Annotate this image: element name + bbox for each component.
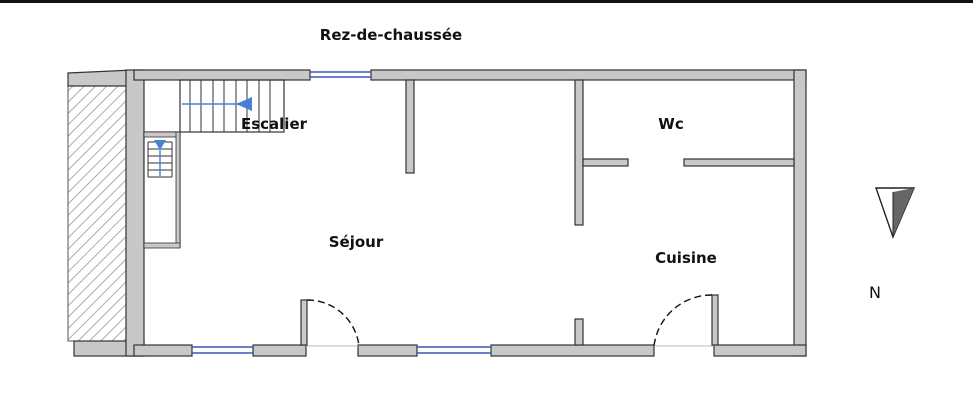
bottom-window-1 bbox=[192, 346, 253, 354]
top-border-line bbox=[0, 0, 973, 3]
room-label-wc: Wc bbox=[658, 115, 683, 133]
hatched-terrace bbox=[67, 85, 127, 342]
top-wall-left bbox=[133, 69, 311, 81]
bottom-wall-3 bbox=[357, 344, 418, 357]
kitchen-divider-bottom bbox=[574, 318, 584, 346]
bottom-wall-4 bbox=[490, 344, 655, 357]
room-label-cuisine: Cuisine bbox=[655, 249, 717, 267]
wc-wall-left bbox=[582, 158, 629, 167]
bottom-wall-1 bbox=[133, 344, 193, 357]
top-window bbox=[310, 71, 371, 78]
cuisine-door-jamb bbox=[711, 294, 719, 346]
bottom-window-2 bbox=[417, 346, 491, 354]
plan-title: Rez-de-chaussée bbox=[320, 26, 462, 44]
room-label-escalier: Escalier bbox=[241, 115, 308, 133]
bottom-wall-2 bbox=[252, 344, 307, 357]
left-top-wall bbox=[67, 69, 135, 87]
bottom-wall-5 bbox=[713, 344, 807, 357]
left-side-wall bbox=[125, 69, 145, 357]
right-wall bbox=[793, 69, 807, 357]
cellar-stair bbox=[143, 131, 181, 249]
north-label: N bbox=[869, 283, 881, 302]
cuisine-door-swing bbox=[653, 294, 713, 347]
stair-direction-arrow bbox=[182, 97, 252, 111]
kitchen-divider-top bbox=[574, 79, 584, 226]
wc-wall-right bbox=[683, 158, 795, 167]
north-arrow-icon bbox=[875, 187, 916, 239]
room-label-sejour: Séjour bbox=[329, 233, 384, 251]
top-wall-right bbox=[370, 69, 807, 81]
sejour-door-jamb bbox=[300, 299, 308, 346]
sejour-door-swing bbox=[306, 299, 360, 347]
sejour-partition-wall bbox=[405, 79, 415, 174]
